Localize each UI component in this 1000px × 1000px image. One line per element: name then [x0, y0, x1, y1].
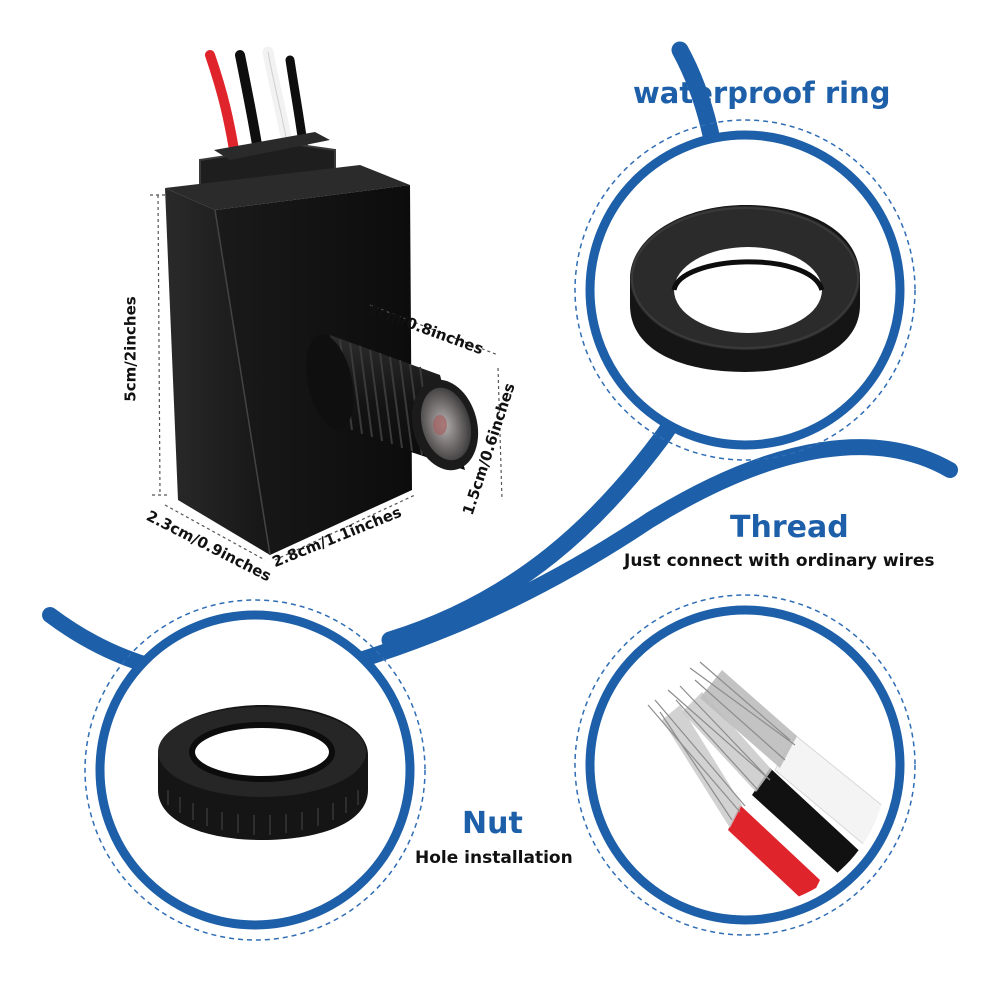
- nut-title: Nut: [462, 806, 523, 841]
- waterproof-ring-title: waterproof ring: [633, 76, 891, 110]
- thread-title: Thread: [730, 510, 849, 545]
- nut-subtitle: Hole installation: [415, 848, 573, 868]
- waterproof-ring-callout: [574, 119, 916, 461]
- dimension-height-label: 5cm/2inches: [121, 296, 140, 402]
- waterproof-ring-image: [630, 205, 860, 372]
- photocell-sensor-image: [150, 46, 503, 561]
- nut-callout: [84, 599, 426, 941]
- thread-callout: [574, 594, 916, 936]
- thread-subtitle: Just connect with ordinary wires: [624, 551, 935, 571]
- nut-image: [158, 705, 368, 840]
